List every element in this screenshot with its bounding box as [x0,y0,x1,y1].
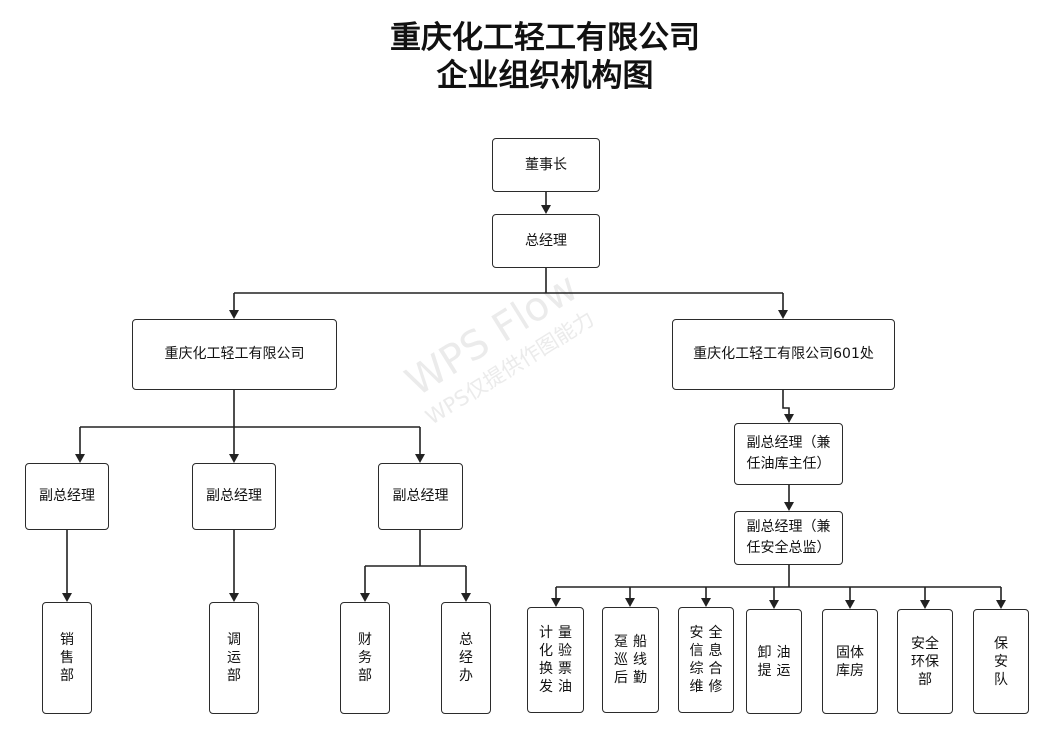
node-label-line: 趸船 [614,634,652,650]
node-label-line: 综合 [689,661,728,677]
arrowhead [541,205,551,214]
arrowhead [769,600,779,609]
branch-601-box: 重庆化工轻工有限公司601处 [672,319,895,390]
node-label-line: 售 [60,650,74,666]
title-line-2: 企业组织机构图 [436,58,654,94]
node-label-line: 任油库主任） [746,456,831,472]
node-label-line: 任安全总监） [746,540,831,556]
arrowhead [784,414,794,423]
company-box: 重庆化工轻工有限公司 [132,319,337,390]
node-label: 重庆化工轻工有限公司601处 [693,346,874,362]
page-title: 重庆化工轻工有限公司 企业组织机构图 [295,19,795,95]
node-label-line: 队 [994,671,1008,688]
finance-dept-box: 财 务 部 [340,602,390,714]
node-label-line: 卸油 [757,644,796,661]
node-label-line: 换票 [539,661,577,677]
node-label-line: 部 [227,668,241,684]
connector-gm-to-companies [233,268,784,311]
connector-company-to-deputies [79,390,421,455]
general-office-box: 总 经 办 [441,602,491,714]
node-label-line: 部 [918,671,932,688]
chairman-box: 董事长 [492,138,600,192]
dispatch-dept-box: 调 运 部 [209,602,259,714]
arrowhead [701,598,711,607]
node-label: 董事长 [525,156,567,173]
node-label-line: 务 [358,650,372,666]
node-label-line: 总 [459,632,473,648]
safety-env-dept-box: 安全 环保 部 [897,609,953,714]
general-manager-box: 总经理 [492,214,600,268]
node-label-line: 部 [358,668,372,684]
node-label-line: 固体 [836,644,864,661]
unload-transport-box: 卸油 提运 [746,609,802,714]
node-label-line: 维修 [689,679,728,695]
node-label-line: 提运 [757,662,796,679]
arrowhead [75,454,85,463]
arrowhead [415,454,425,463]
safety-info-box: 安全 信息 综合 维修 [678,607,734,713]
arrowhead [920,600,930,609]
security-team-box: 保 安 队 [973,609,1029,714]
node-label-line: 运 [227,650,241,666]
node-label: 副总经理 [39,488,95,504]
deputy-gm-depot-box: 副总经理（兼 任油库主任） [734,423,843,485]
node-label: 副总经理 [206,488,262,504]
arrowhead [996,600,1006,609]
arrowhead [229,593,239,602]
node-label: 副总经理 [392,488,449,504]
deputy-gm-safety-box: 副总经理（兼 任安全总监） [734,511,843,565]
node-label-line: 后勤 [614,670,652,686]
arrowhead [229,310,239,319]
connector-safety-deputy-to-units [555,565,1002,601]
arrowhead [360,593,370,602]
node-label-line: 销 [60,632,74,648]
node-label-line: 环保 [911,653,939,670]
arrowhead [845,600,855,609]
deputy-gm-box-3: 副总经理 [378,463,463,530]
node-label-line: 安全 [689,625,728,641]
node-label-line: 安 [994,653,1008,670]
node-label-line: 财 [358,632,372,648]
arrowhead [625,598,635,607]
node-label-line: 部 [60,668,74,684]
connector-branch-to-depot-deputy [782,390,790,415]
arrowhead [62,593,72,602]
arrowhead [551,598,561,607]
arrowhead [784,502,794,511]
node-label-line: 调 [227,632,241,648]
title-line-1: 重庆化工轻工有限公司 [390,20,700,56]
node-label-line: 保 [994,635,1008,652]
arrowhead [229,454,239,463]
node-label-line: 经 [459,650,473,666]
node-label-line: 库房 [836,662,864,679]
node-label-line: 安全 [911,635,939,652]
node-label-line: 化验 [539,643,577,659]
node-label: 总经理 [525,232,567,249]
sales-dept-box: 销 售 部 [42,602,92,714]
node-label-line: 发油 [539,679,577,695]
barge-patrol-box: 趸船 巡线 后勤 [602,607,659,713]
node-label-line: 信息 [689,643,728,659]
node-label-line: 计量 [539,625,577,641]
deputy-gm-box-2: 副总经理 [192,463,276,530]
deputy-gm-box-1: 副总经理 [25,463,109,530]
connector-deputy3-to-depts [364,530,467,594]
node-label-line: 副总经理（兼 [746,435,831,451]
metering-box: 计量 化验 换票 发油 [527,607,584,713]
arrowhead [778,310,788,319]
node-label: 重庆化工轻工有限公司 [164,346,305,362]
node-label-line: 办 [459,668,473,684]
arrowhead [461,593,471,602]
node-label-line: 巡线 [614,652,652,668]
node-label-line: 副总经理（兼 [746,519,831,535]
solid-warehouse-box: 固体 库房 [822,609,878,714]
